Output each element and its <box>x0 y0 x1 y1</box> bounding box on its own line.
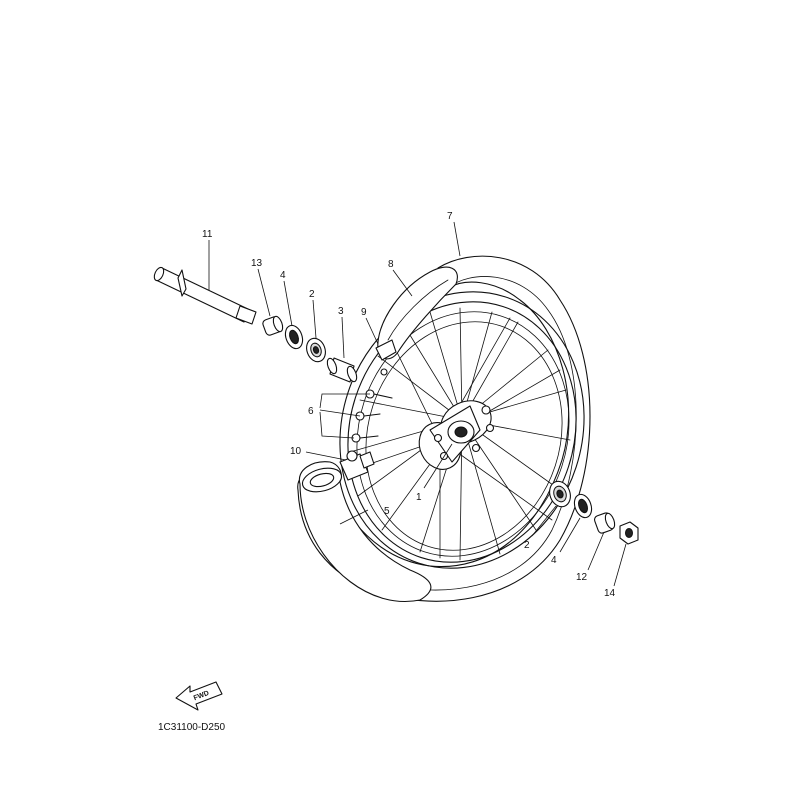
oil-seal-right <box>573 493 593 519</box>
forward-arrow-icon: FWD <box>175 681 223 711</box>
callout-14: 14 <box>604 588 616 599</box>
callout-8: 8 <box>388 259 394 270</box>
axle-nut <box>619 521 639 545</box>
collar-left <box>262 315 284 336</box>
callout-labels: 11 13 4 2 3 7 8 9 6 10 5 1 2 4 12 14 <box>202 211 616 599</box>
spoke-nipples <box>351 368 393 443</box>
leader-lines <box>208 221 627 587</box>
axle <box>153 266 257 325</box>
bearing-right <box>549 480 571 508</box>
callout-4b: 4 <box>551 555 557 566</box>
callout-2a: 2 <box>309 289 315 300</box>
oil-seal-left <box>284 324 304 350</box>
callout-10: 10 <box>290 446 302 457</box>
callout-4a: 4 <box>280 270 286 281</box>
callout-6: 6 <box>308 406 314 417</box>
callout-12: 12 <box>576 572 588 583</box>
callout-5: 5 <box>384 506 390 517</box>
valve-stem <box>339 450 375 481</box>
callout-1: 1 <box>416 492 422 503</box>
valve-insert <box>375 339 397 361</box>
callout-2b: 2 <box>524 540 530 551</box>
collar-right <box>593 512 616 534</box>
hub <box>418 400 495 470</box>
tube <box>298 461 432 602</box>
callout-3: 3 <box>338 306 344 317</box>
callout-13: 13 <box>251 258 263 269</box>
callout-11: 11 <box>202 229 213 240</box>
spacer <box>326 357 358 383</box>
bearing-left <box>306 337 326 363</box>
rim-band <box>377 266 458 360</box>
callout-7: 7 <box>447 211 453 222</box>
callout-9: 9 <box>361 307 367 318</box>
drawing-code: 1C31100-D250 <box>158 722 226 733</box>
rim <box>339 291 585 569</box>
